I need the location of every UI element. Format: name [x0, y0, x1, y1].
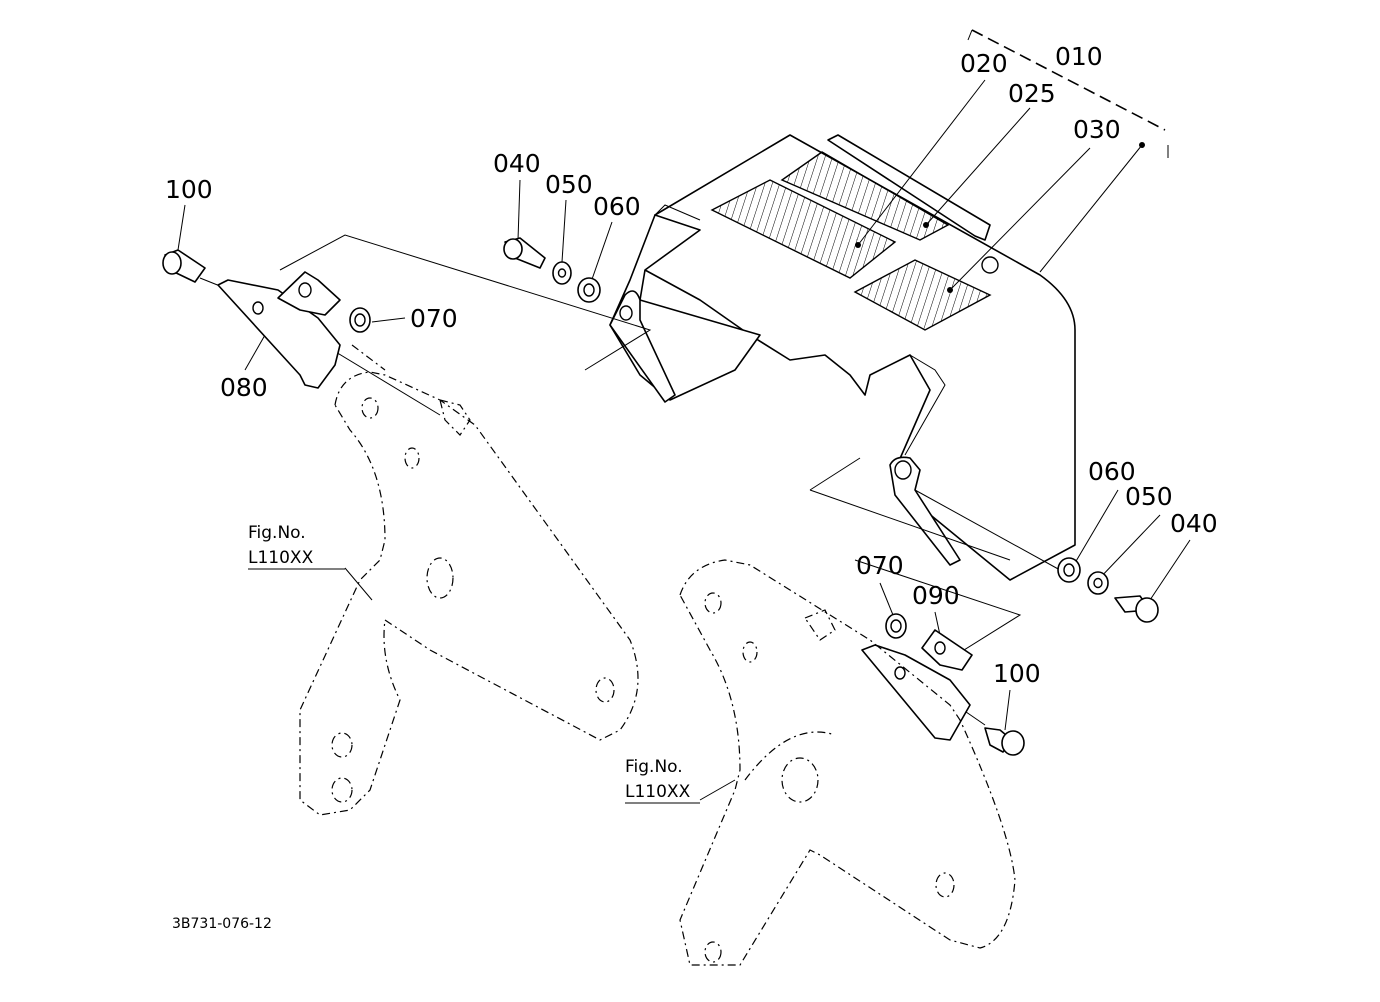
label-040-right: 040: [1170, 509, 1218, 538]
label-090: 090: [912, 581, 960, 610]
label-020: 020: [960, 49, 1008, 78]
drawing-code: 3B731-076-12: [172, 916, 272, 932]
label-100-left: 100: [165, 175, 213, 204]
label-080: 080: [220, 373, 268, 402]
right-bracket-090: [861, 613, 1025, 756]
left-bracket-080: [162, 249, 371, 389]
right-bolt-set: [1057, 557, 1159, 623]
label-plate-020: [710, 179, 897, 279]
label-030: 030: [1073, 115, 1121, 144]
label-070-right: 070: [856, 551, 904, 580]
label-050-left: 050: [545, 170, 593, 199]
label-060-left: 060: [593, 192, 641, 221]
label-070-left: 070: [410, 304, 458, 333]
label-plate-030: [853, 259, 992, 331]
label-050-right: 050: [1125, 482, 1173, 511]
right-frame-reference: [679, 559, 1016, 966]
figure-references: Fig.No. L110XX Fig.No. L110XX: [248, 523, 700, 804]
leader-lines: [177, 79, 1191, 801]
label-010: 010: [1055, 42, 1103, 71]
right-fig-code: L110XX: [625, 782, 691, 802]
label-040-left: 040: [493, 149, 541, 178]
left-fig-ref: Fig.No.: [248, 523, 306, 543]
left-fig-code: L110XX: [248, 548, 314, 568]
label-plate-025: [780, 151, 950, 241]
left-frame-reference: [299, 344, 639, 816]
cover-assembly: [609, 134, 1076, 581]
label-060-right: 060: [1088, 457, 1136, 486]
part-number-labels: 010 020 025 030 040 050 060 100 070 080 …: [165, 42, 1218, 688]
label-025: 025: [1008, 79, 1056, 108]
left-bolt-set: [503, 237, 601, 303]
right-fig-ref: Fig.No.: [625, 757, 683, 777]
label-100-right: 100: [993, 659, 1041, 688]
